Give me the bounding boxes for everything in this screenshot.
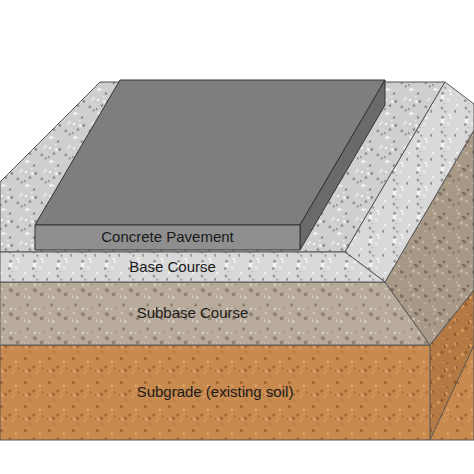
layer-label: Base Course (129, 259, 216, 276)
concrete-layer: Concrete Pavement (35, 225, 300, 250)
base-layer: Base Course (0, 252, 345, 282)
base-face (0, 252, 385, 282)
layer-label: Concrete Pavement (101, 229, 234, 246)
layer-label: Subbase Course (137, 305, 249, 322)
layer-label: Subgrade (existing soil) (137, 384, 294, 401)
subbase-face (0, 282, 430, 345)
slab-side (300, 80, 385, 250)
slab-top (35, 80, 385, 225)
slab-face (35, 225, 300, 250)
subgrade-layer: Subgrade (existing soil) (0, 345, 430, 440)
subbase-layer: Subbase Course (0, 282, 385, 345)
